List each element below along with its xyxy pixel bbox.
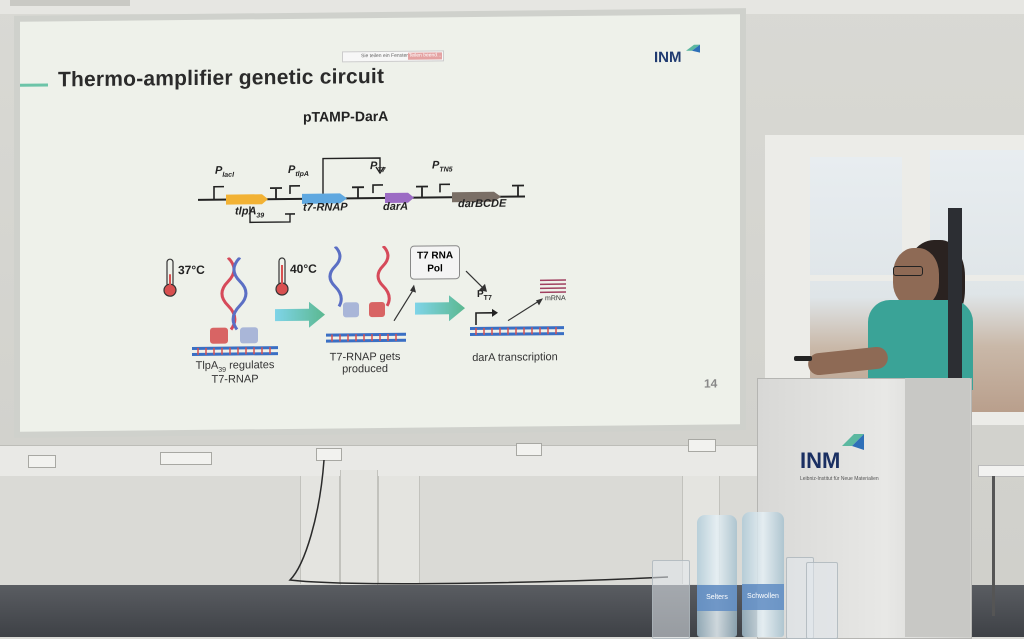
wall-socket	[688, 439, 716, 452]
dna-strand	[192, 344, 282, 357]
label-mrna: mRNA	[545, 295, 566, 302]
presenter-head	[893, 248, 939, 306]
drinking-glass	[652, 560, 690, 639]
lectern-logo-text: INM	[800, 448, 840, 473]
drinking-glass	[806, 562, 838, 639]
logo-chevron-icon	[840, 432, 866, 458]
wall-socket	[160, 452, 212, 465]
promoter-tlpA-arrow	[290, 186, 300, 194]
temp-40: 40°C	[290, 262, 317, 276]
table-leg	[992, 476, 995, 616]
dna-strand	[326, 331, 408, 344]
terminator	[416, 186, 428, 197]
power-cable	[250, 455, 670, 605]
stop-sharing-button[interactable]: Teilen beend...	[408, 52, 442, 59]
arrow-right-icon	[275, 302, 325, 329]
banner-text: Sie teilen ein Fenster	[361, 53, 408, 59]
dimer-dna-icon	[195, 257, 285, 353]
label-placi: PlacI	[215, 165, 234, 179]
projection-screen: Sie teilen ein Fenster Teilen beend... T…	[20, 14, 740, 432]
water-bottle: Schwollen	[742, 512, 784, 637]
ceiling-light	[10, 0, 130, 6]
wall-socket	[28, 455, 56, 468]
lectern-subtitle: Leibniz-Institut für Neue Materialien	[800, 476, 879, 482]
line-arrow	[506, 296, 546, 322]
logo-chevron-icon	[684, 43, 702, 59]
slide-title: Thermo-amplifier genetic circuit	[58, 65, 384, 92]
bottle-label: Schwollen	[742, 584, 784, 610]
caption-dara-transcription: darA transcription	[460, 351, 570, 364]
slide-subtitle: pTAMP-DarA	[303, 108, 388, 125]
promoter-t7-arrow	[373, 185, 383, 193]
bottle-label: Selters	[697, 585, 737, 611]
promoter-tn5-arrow	[440, 184, 450, 192]
slide-logo: INM	[654, 49, 702, 66]
label-dara: darA	[383, 201, 408, 213]
slide-page-number: 14	[704, 376, 717, 390]
water-bottle: Selters	[697, 515, 737, 637]
glasses-icon	[893, 266, 923, 276]
slide-logo-text: INM	[654, 49, 682, 66]
label-pt7-lower: PT7	[477, 289, 492, 302]
dna-strand	[470, 324, 566, 337]
label-darbcde: darBCDE	[458, 198, 506, 211]
mrna-icon	[540, 278, 568, 294]
terminator	[512, 185, 524, 196]
title-accent-bar	[20, 83, 48, 86]
label-pt7: PT7	[370, 160, 386, 174]
promoter-lacI-arrow	[214, 187, 224, 200]
gene-tlpA	[226, 194, 268, 204]
ceiling	[0, 0, 1024, 14]
terminator	[352, 187, 364, 198]
label-ptn5: PTN5	[432, 159, 453, 173]
terminator	[270, 188, 282, 199]
lectern-side	[905, 378, 970, 637]
side-table	[978, 465, 1024, 477]
screen-share-banner: Sie teilen ein Fenster Teilen beend...	[342, 50, 444, 62]
lectern-logo: INM	[800, 448, 866, 474]
thermometer-icon	[163, 258, 177, 298]
clicker-remote	[794, 356, 812, 361]
thermometer-icon	[275, 257, 289, 297]
label-t7-rnap: t7-RNAP	[303, 201, 348, 213]
arrow-right-icon	[415, 295, 465, 322]
label-ptlpa: PtlpA	[288, 164, 309, 178]
label-tlpa: tlpA39	[235, 205, 264, 219]
